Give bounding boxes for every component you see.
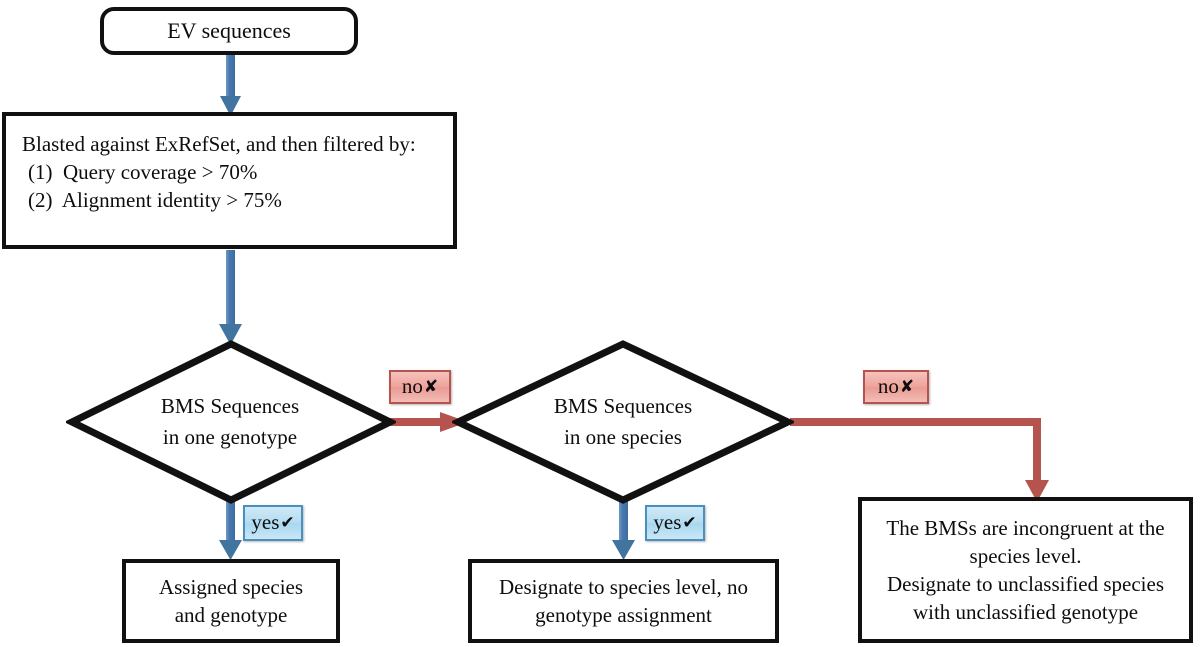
node-species-level-no-genotype[interactable]: Designate to species level, no genotype … bbox=[468, 559, 779, 643]
node-line: and genotype bbox=[174, 603, 288, 627]
arrow-no-species-to-unclassified bbox=[790, 418, 1049, 502]
check-icon: ✔ bbox=[280, 512, 295, 533]
arrow-filter-to-decision-genotype bbox=[219, 250, 242, 345]
edge-label-text: no bbox=[877, 373, 899, 398]
node-line: genotype assignment bbox=[535, 603, 712, 627]
edge-label-no-genotype[interactable]: no✘ bbox=[389, 370, 451, 404]
cross-icon: ✘ bbox=[423, 376, 439, 397]
check-icon: ✔ bbox=[682, 512, 697, 533]
cross-icon: ✘ bbox=[899, 376, 915, 397]
node-assigned-species-genotype[interactable]: Assigned species and genotype bbox=[122, 559, 340, 643]
edge-label-text: no bbox=[401, 373, 423, 398]
edge-label-text: yes bbox=[653, 509, 682, 534]
node-line: with unclassified genotype bbox=[912, 600, 1139, 625]
arrow-start-to-filter bbox=[220, 54, 241, 116]
arrow-yes-species-to-species-level bbox=[612, 500, 635, 560]
edge-label-yes-genotype[interactable]: yes✔ bbox=[243, 505, 303, 541]
arrow-yes-genotype-to-assigned bbox=[219, 500, 242, 560]
node-unclassified-species-genotype[interactable]: The BMSs are incongruent at the species … bbox=[858, 497, 1193, 643]
edge-label-no-species[interactable]: no✘ bbox=[863, 370, 929, 404]
node-decision-species[interactable] bbox=[452, 338, 794, 506]
edge-label-text: yes bbox=[251, 509, 280, 534]
node-decision-genotype[interactable] bbox=[66, 338, 396, 506]
node-line: Assigned species bbox=[158, 574, 304, 599]
node-line-heading: Blasted against ExRefSet, and then filte… bbox=[22, 132, 416, 156]
node-line: EV sequences bbox=[167, 18, 291, 44]
node-ev-sequences[interactable]: EV sequences bbox=[100, 7, 358, 55]
node-line: species level. bbox=[969, 543, 1082, 568]
node-line-criterion-2: (2) Alignment identity > 75% bbox=[28, 188, 282, 213]
node-line: The BMSs are incongruent at the bbox=[886, 515, 1165, 540]
node-blast-filter[interactable]: Blasted against ExRefSet, and then filte… bbox=[2, 112, 457, 249]
node-line-criterion-1: (1) Query coverage > 70% bbox=[28, 160, 258, 185]
node-line: Designate to unclassified species bbox=[887, 572, 1164, 596]
node-line: Designate to species level, no bbox=[498, 574, 748, 599]
edge-label-yes-species[interactable]: yes✔ bbox=[645, 505, 705, 541]
